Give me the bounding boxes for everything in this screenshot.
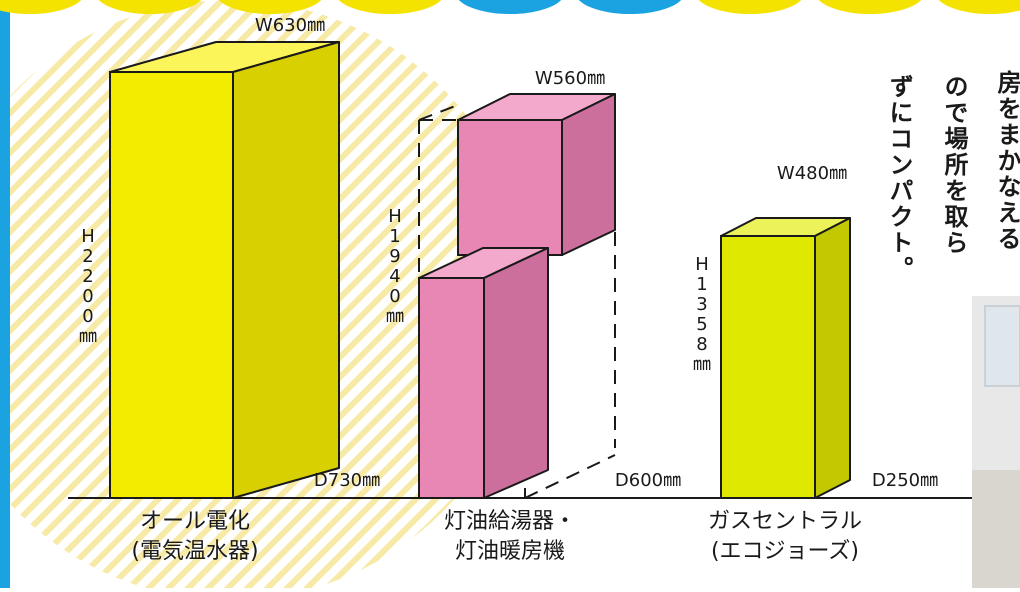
side-text-col2: ので場所を取ら	[940, 74, 968, 256]
side-text-col3: ずにコンパクト。	[885, 74, 913, 282]
gas-box-front	[720, 235, 816, 499]
gas-box	[720, 217, 851, 499]
kerosene-name-line2: 灯油暖房機	[455, 539, 565, 564]
all-electric-depth-label: D730㎜	[314, 470, 380, 491]
all-electric-name-line1: オール電化	[140, 509, 250, 534]
all-electric-box-side	[232, 41, 340, 499]
top-decoration	[0, 0, 1020, 14]
all-electric-width-label: W630㎜	[255, 15, 325, 36]
gas-box-side	[814, 217, 851, 499]
gas-width-label: W480㎜	[777, 163, 847, 184]
kerosene-upper-box	[457, 93, 616, 256]
kerosene-width-label: W560㎜	[535, 68, 605, 89]
left-edge-band	[0, 0, 10, 588]
room-photo	[972, 296, 1020, 588]
kerosene-lower-front	[418, 277, 485, 499]
kerosene-lower-box	[418, 247, 549, 499]
all-electric-name-line2: (電気温水器)	[131, 539, 258, 564]
all-electric-box-front	[109, 71, 234, 499]
kerosene-upper-side	[561, 93, 616, 256]
side-text-col1: 房をまかなえる	[993, 70, 1020, 252]
gas-depth-label: D250㎜	[872, 470, 938, 491]
gas-name-line1: ガスセントラル	[708, 509, 862, 534]
kerosene-lower-side	[483, 247, 549, 499]
kerosene-name-line1: 灯油給湯器・	[444, 509, 576, 534]
all-electric-box	[109, 41, 340, 499]
gas-name-line2: (エコジョーズ)	[711, 539, 859, 564]
kerosene-depth-label: D600㎜	[615, 470, 681, 491]
kerosene-upper-front	[457, 119, 563, 256]
